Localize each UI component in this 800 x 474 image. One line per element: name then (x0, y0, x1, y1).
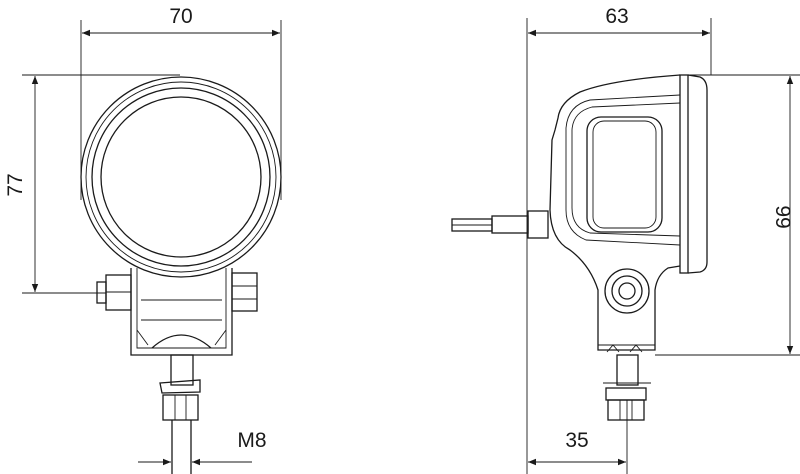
dimension-label-height: 77 (4, 173, 27, 196)
serrated-base (598, 344, 655, 353)
dimension-label-stud-offset: 35 (565, 429, 588, 452)
dimension-width: 70 (80, 5, 282, 200)
dimension-label-thread: M8 (237, 429, 266, 452)
dimension-side-height: 99 (655, 74, 800, 356)
left-bolt-nut (96, 274, 132, 311)
dimension-label-side-height: 99 (771, 205, 794, 228)
dimension-label-width: 70 (169, 5, 192, 28)
side-stud (603, 354, 651, 421)
mounting-bracket (130, 268, 233, 356)
mounting-stud (159, 354, 201, 474)
right-nut (231, 272, 258, 312)
pivot-bolt (604, 268, 650, 314)
lens-inner (592, 120, 657, 229)
lamp-housing-side (549, 74, 708, 351)
lamp-housing-round (80, 76, 282, 278)
side-view: 63 99 35 (451, 5, 800, 474)
dimension-stud-offset: 35 (528, 400, 628, 474)
dimension-height: 77 (4, 74, 180, 294)
dimension-depth: 63 (526, 5, 712, 474)
front-view: 70 77 M8 (4, 5, 282, 474)
lens-window (586, 116, 663, 233)
cable (451, 210, 549, 239)
dimension-label-depth: 63 (605, 5, 628, 28)
dimension-thread: M8 (138, 429, 267, 466)
